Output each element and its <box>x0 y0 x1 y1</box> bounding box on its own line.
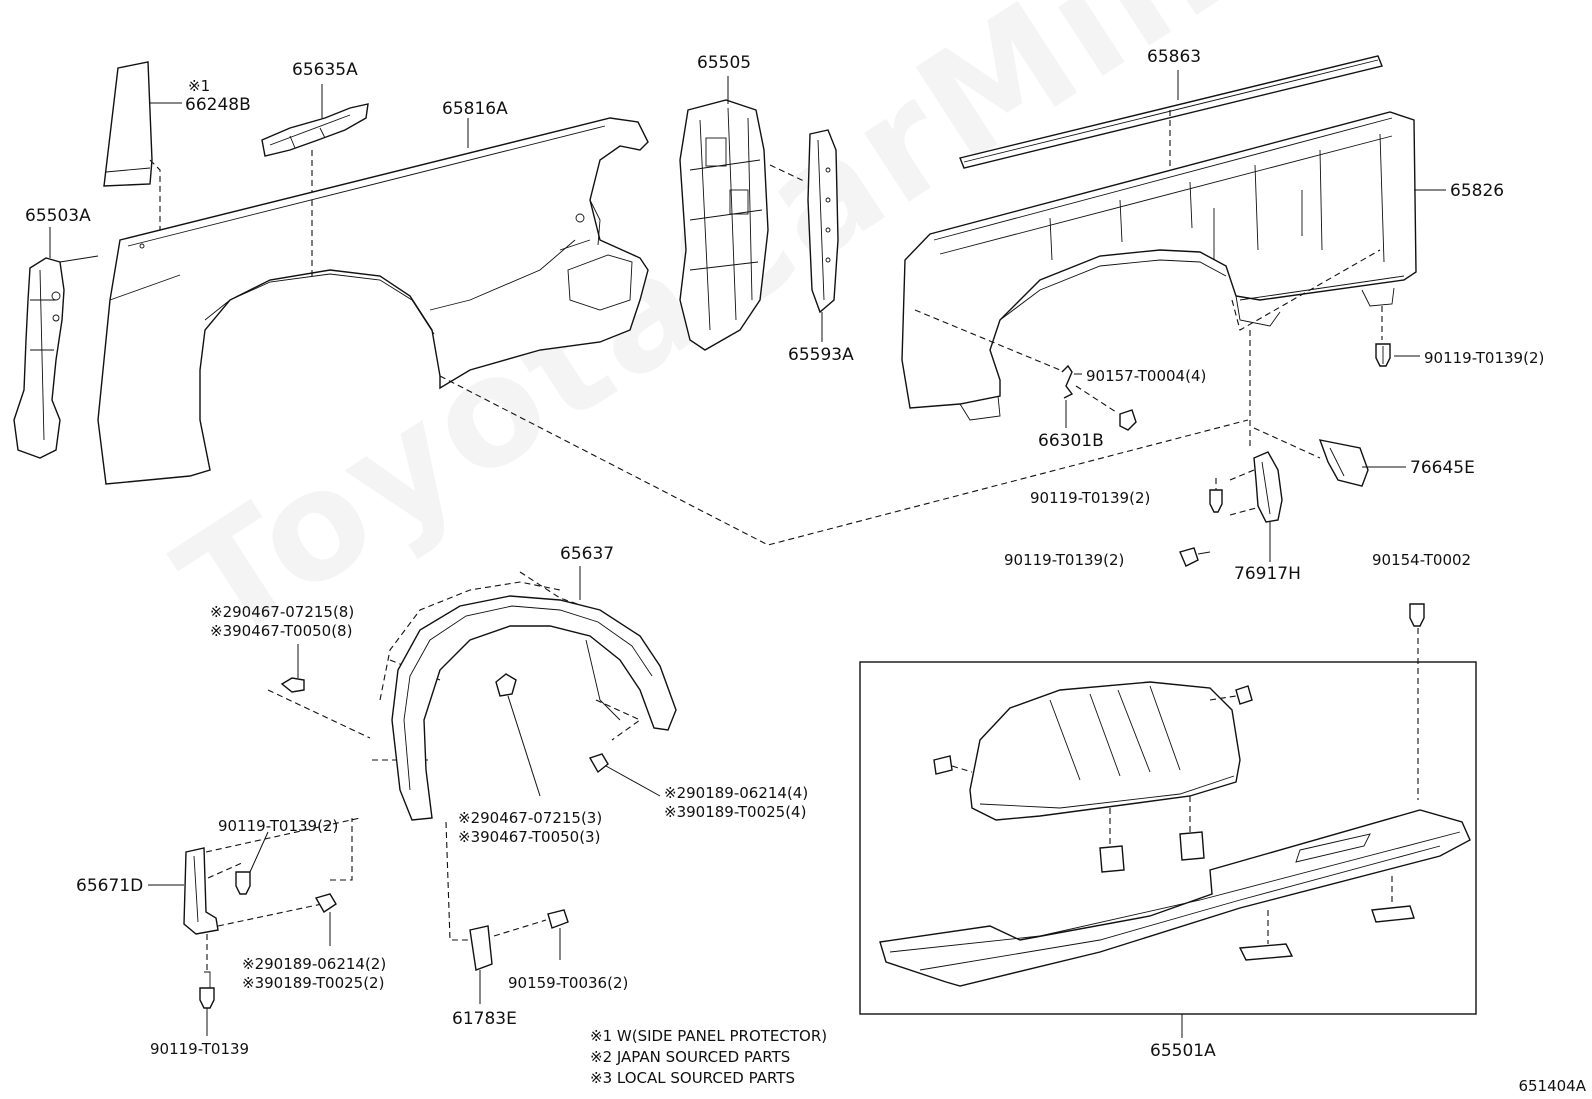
callout-90119-left[interactable]: 90119-T0139(2) <box>218 817 339 835</box>
screw-90157[interactable] <box>1119 409 1137 431</box>
bolt-90154[interactable] <box>1409 603 1425 800</box>
callout-90154[interactable]: 90154-T0002 <box>1372 551 1472 569</box>
callout-65503a[interactable]: 65503A <box>25 206 91 226</box>
part-65593a-drawing[interactable] <box>807 129 839 342</box>
callout-390189-2[interactable]: ※390189-T0025(2) <box>242 974 385 992</box>
callout-290467-3[interactable]: ※290467-07215(3) <box>458 809 603 827</box>
callout-76645e[interactable]: 76645E <box>1410 458 1475 478</box>
bolt-90159[interactable] <box>547 909 569 960</box>
part-65501a-frame <box>859 661 1477 1015</box>
footnotes: ※1 W(SIDE PANEL PROTECTOR) ※2 JAPAN SOUR… <box>590 1026 827 1089</box>
part-65671d-drawing[interactable] <box>148 817 470 941</box>
callout-390467-3[interactable]: ※390467-T0050(3) <box>458 828 601 846</box>
footnote-3: ※3 LOCAL SOURCED PARTS <box>590 1069 795 1087</box>
callout-90159[interactable]: 90159-T0036(2) <box>508 974 629 992</box>
bracket-76645e[interactable] <box>1253 427 1406 487</box>
callout-90119-mid-2[interactable]: 90119-T0139(2) <box>1004 551 1125 569</box>
callout-61783e[interactable]: 61783E <box>452 1009 517 1029</box>
callout-390189-4[interactable]: ※390189-T0025(4) <box>664 803 807 821</box>
clip-290467-mid[interactable] <box>495 673 541 797</box>
bolt-90119-mid-1[interactable] <box>1209 478 1223 513</box>
part-65505-drawing[interactable] <box>679 76 807 351</box>
callout-65826[interactable]: 65826 <box>1450 181 1505 201</box>
callout-65863[interactable]: 65863 <box>1147 47 1202 67</box>
clip-290189-right[interactable] <box>588 753 661 797</box>
clip-290467-upper[interactable] <box>280 644 305 693</box>
part-65816a-drawing[interactable] <box>97 117 649 485</box>
part-65503a-drawing[interactable] <box>13 227 99 459</box>
callout-65635a[interactable]: 65635A <box>292 60 358 80</box>
bracket-76917h[interactable] <box>1229 451 1283 562</box>
bolt-90119-mid-2[interactable] <box>1179 547 1211 567</box>
part-61783e-drawing[interactable] <box>469 919 547 1004</box>
part-65863-drawing[interactable] <box>959 55 1383 170</box>
callout-65593a[interactable]: 65593A <box>788 345 854 365</box>
callout-290467-8[interactable]: ※290467-07215(8) <box>210 603 355 621</box>
callout-66248b[interactable]: 66248B <box>185 95 251 115</box>
clip-290189-left[interactable] <box>314 893 337 946</box>
callout-90119-mid-1[interactable]: 90119-T0139(2) <box>1030 489 1151 507</box>
callout-90119-right[interactable]: 90119-T0139(2) <box>1424 349 1545 367</box>
callout-66301b[interactable]: 66301B <box>1038 431 1104 451</box>
callout-66248b-note: ※1 <box>188 77 211 95</box>
callout-290189-4[interactable]: ※290189-06214(4) <box>664 784 809 802</box>
callout-65637[interactable]: 65637 <box>560 544 615 564</box>
part-65501a-drawing[interactable] <box>879 681 1471 1038</box>
callout-65501a[interactable]: 65501A <box>1150 1041 1216 1061</box>
bolt-90119-bottom[interactable] <box>199 934 215 1036</box>
part-65826-drawing[interactable] <box>901 111 1446 450</box>
callout-65505[interactable]: 65505 <box>697 53 752 73</box>
diagram-code: 651404A <box>1518 1077 1586 1095</box>
footnote-1: ※1 W(SIDE PANEL PROTECTOR) <box>590 1027 828 1045</box>
callout-90157[interactable]: 90157-T0004(4) <box>1086 367 1207 385</box>
long-dashed-link <box>439 375 1249 546</box>
clip-66301b[interactable] <box>1061 364 1117 428</box>
bolt-90119-left[interactable] <box>235 831 269 895</box>
bolt-90119-right[interactable] <box>1375 343 1420 367</box>
callout-390467-8[interactable]: ※390467-T0050(8) <box>210 622 353 640</box>
callout-65816a[interactable]: 65816A <box>442 99 508 119</box>
callout-90119-bottom[interactable]: 90119-T0139 <box>150 1040 250 1058</box>
callout-290189-2[interactable]: ※290189-06214(2) <box>242 955 387 973</box>
footnote-2: ※2 JAPAN SOURCED PARTS <box>590 1048 791 1066</box>
callout-76917h[interactable]: 76917H <box>1234 564 1301 584</box>
callout-65671d[interactable]: 65671D <box>76 876 144 896</box>
part-65637-drawing[interactable] <box>267 566 677 821</box>
